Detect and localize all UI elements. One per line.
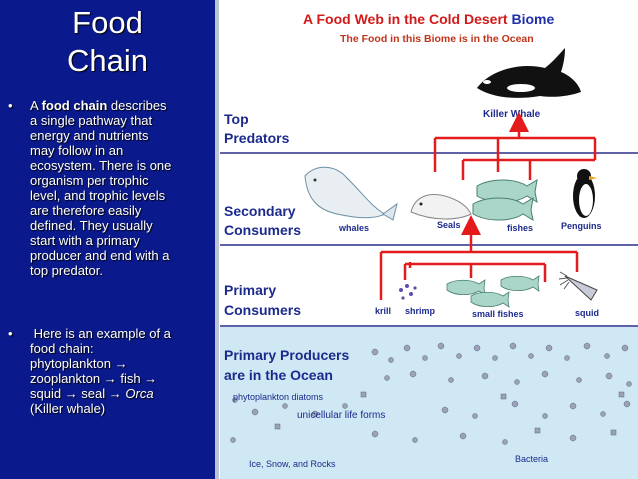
level-primary-line1: Primary [224, 282, 276, 298]
bullet2-line: phytoplankton → [30, 356, 128, 371]
level-secondary-line2: Consumers [224, 222, 301, 238]
bullet1-line: a single pathway that [30, 113, 153, 128]
bullet2-italic: Orca [125, 386, 154, 401]
label-penguins: Penguins [561, 221, 602, 231]
slide-text-panel: Food Chain • A food chain describes a si… [0, 0, 215, 479]
bullet2-line: (Killer whale) [30, 401, 106, 416]
bullet1-bold: food chain [41, 98, 108, 113]
label-whales: whales [338, 223, 369, 233]
penguin-icon [573, 169, 597, 218]
label-bacteria: Bacteria [515, 454, 548, 464]
seal-icon [410, 194, 472, 220]
bullet2-line: squid → seal → [30, 386, 126, 401]
bullet2-line: Here is an example of a [30, 326, 171, 341]
phytoplankton-icon [230, 342, 632, 445]
slide-title: Food Chain [0, 4, 215, 80]
bullet-marker: • [8, 326, 13, 341]
bullet1-line: top predator. [30, 263, 103, 278]
bullet2-line: zooplankton → fish → [30, 371, 158, 386]
level-producers-line2: are in the Ocean [224, 367, 333, 383]
title-line-2: Chain [67, 43, 148, 78]
bullet1-line: may follow in an [30, 143, 124, 158]
bullet-text: A food chain describes a single pathway … [30, 98, 212, 278]
level-primary-line2: Consumers [224, 302, 301, 318]
label-unicellular: unicellular life forms [297, 410, 385, 421]
ocean-band [220, 327, 638, 479]
level-top-line1: Top [224, 111, 249, 127]
diagram-title: A Food Web in the Cold Desert Biome [303, 11, 554, 27]
bullet1-line: start with a primary [30, 233, 140, 248]
bullet-marker: • [8, 98, 13, 113]
bullet-food-chain-definition: • A food chain describes a single pathwa… [8, 98, 208, 308]
whale-icon [304, 166, 398, 221]
bullet1-line: are therefore easily [30, 203, 142, 218]
label-small-fishes: small fishes [472, 309, 524, 319]
killer-whale-icon [477, 48, 581, 98]
bullet1-line: level, and trophic levels [30, 188, 166, 203]
squid-icon [558, 271, 598, 301]
label-phytoplankton: phytoplankton diatoms [233, 392, 324, 402]
bullet-food-chain-example: • Here is an example of a food chain: ph… [8, 326, 208, 446]
level-labels: Top Predators Secondary Consumers Primar… [224, 111, 349, 383]
fishes-icon [472, 179, 538, 222]
diagram-subtitle: The Food in this Biome is in the Ocean [340, 33, 534, 45]
food-web-svg: A Food Web in the Cold Desert Biome The … [215, 0, 638, 479]
bullet1-line: energy and nutrients [30, 128, 149, 143]
label-seals: Seals [437, 220, 461, 230]
diagram-title-part1: A Food Web in the Cold Desert [303, 11, 511, 27]
title-line-1: Food [72, 5, 143, 40]
bullet1-line: producer and end with a [30, 248, 170, 263]
bullet1-line: defined. They usually [30, 218, 153, 233]
label-squid: squid [575, 308, 599, 318]
shrimp-icon [399, 284, 417, 300]
level-producers-line1: Primary Producers [224, 347, 349, 363]
diagram-border [215, 0, 219, 479]
diagram-title-part2: Biome [511, 11, 554, 27]
label-killer-whale: Killer Whale [483, 109, 541, 120]
label-fishes: fishes [507, 223, 533, 233]
level-top-line2: Predators [224, 130, 290, 146]
label-shrimp: shrimp [405, 306, 436, 316]
food-web-diagram: A Food Web in the Cold Desert Biome The … [215, 0, 638, 479]
small-fishes-icon [446, 275, 540, 308]
bullet-text: Here is an example of a food chain: phyt… [30, 326, 212, 416]
food-web-arrows [379, 112, 597, 300]
bullet2-line: food chain: [30, 341, 94, 356]
bullet1-line: describes [110, 98, 167, 113]
level-secondary-line1: Secondary [224, 203, 296, 219]
label-ice-snow-rocks: Ice, Snow, and Rocks [249, 459, 336, 469]
bullet1-prefix: A [30, 98, 42, 113]
bullet1-line: organism per trophic [30, 173, 149, 188]
bullet1-line: ecosystem. There is one [30, 158, 172, 173]
label-krill: krill [375, 306, 391, 316]
